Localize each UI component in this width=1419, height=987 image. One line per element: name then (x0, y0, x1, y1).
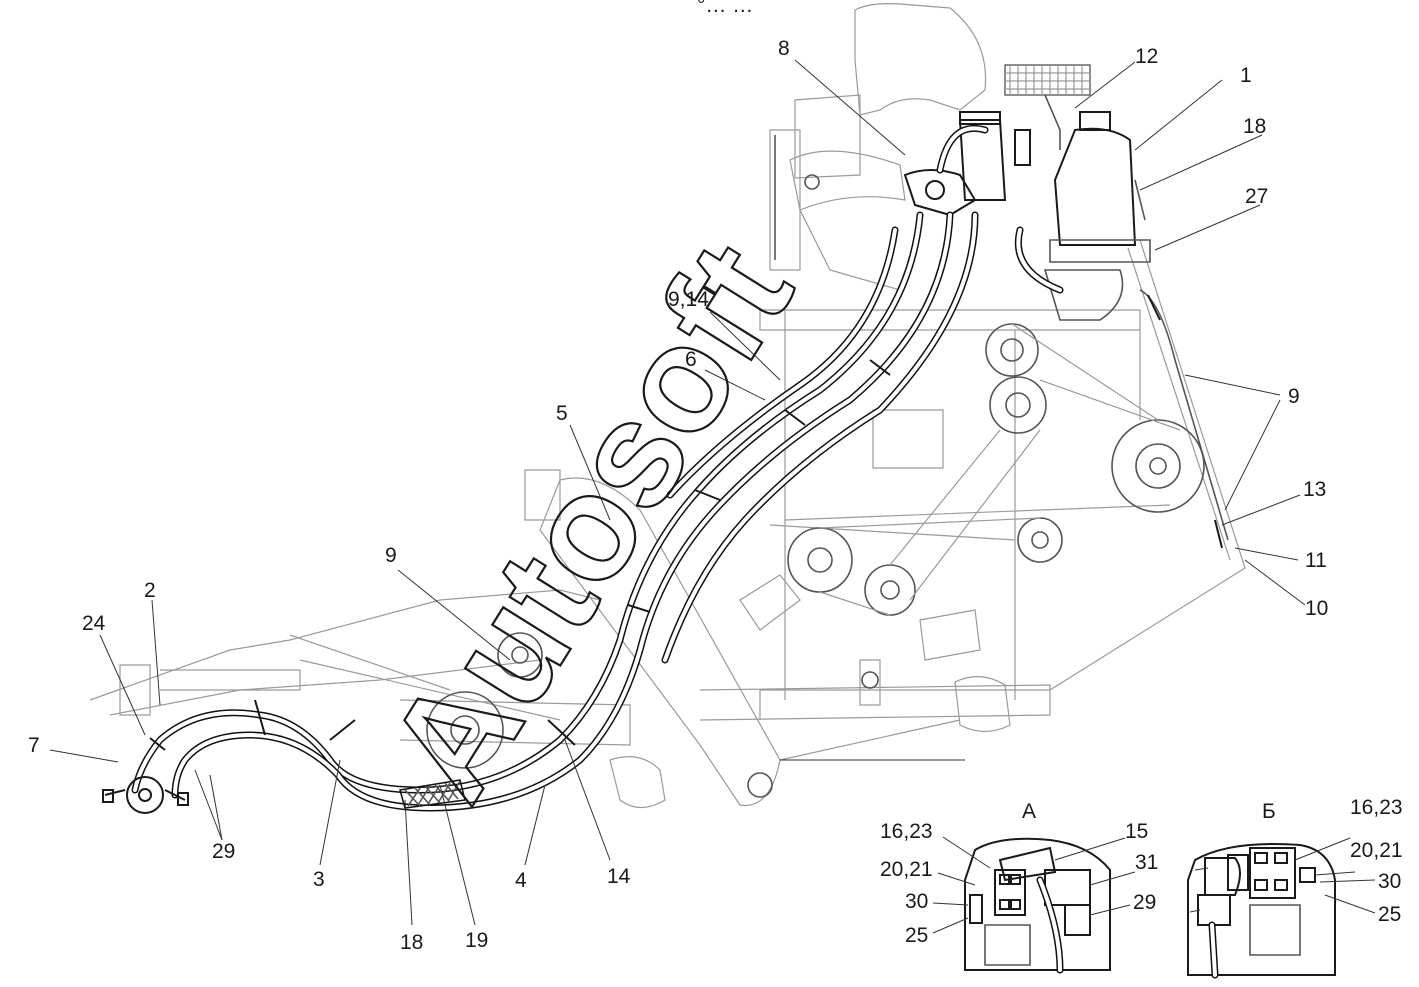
callout-9-14: 9,14 (668, 288, 709, 311)
callout-4: 4 (515, 869, 527, 892)
view-b-label-20-21: 20,21 (1350, 839, 1403, 862)
callout-24: 24 (82, 612, 106, 635)
view-a-label-16-23: 16,23 (880, 820, 933, 843)
machine-frame (89, 3, 1246, 809)
callout-2: 2 (144, 579, 156, 602)
view-b-title: Б (1262, 800, 1276, 823)
callout-13: 13 (1303, 478, 1326, 501)
callout-9-left: 9 (385, 544, 397, 567)
detail-view-a: А 16,23 20,21 30 25 15 31 29 (880, 800, 1158, 974)
view-a-label-31: 31 (1135, 851, 1158, 874)
callout-29: 29 (212, 840, 235, 863)
callout-5: 5 (556, 402, 568, 425)
detail-view-b: Б 16,23 20,21 30 25 (1187, 796, 1403, 979)
callout-7: 7 (28, 734, 40, 757)
view-a-label-30: 30 (905, 890, 928, 913)
callout-10: 10 (1305, 597, 1328, 620)
view-a-label-20-21: 20,21 (880, 858, 933, 881)
callout-27: 27 (1245, 185, 1268, 208)
callout-6: 6 (685, 348, 697, 371)
callout-18-top: 18 (1243, 115, 1266, 138)
watermark: Autosoft (355, 215, 824, 827)
view-a-label-25: 25 (905, 924, 928, 947)
header-text: °… … (697, 0, 753, 17)
leader-lines (49, 59, 1306, 926)
callout-1: 1 (1240, 64, 1252, 87)
callouts: 1 12 8 18 27 9,14 6 5 9 13 11 10 9 2 24 … (28, 37, 1328, 954)
callout-9-right: 9 (1288, 385, 1300, 408)
view-b-label-30: 30 (1378, 870, 1401, 893)
callout-12: 12 (1135, 45, 1158, 68)
callout-18-bottom: 18 (400, 931, 423, 954)
view-a-label-29: 29 (1133, 891, 1156, 914)
view-a-title: А (1022, 800, 1036, 823)
view-a-label-15: 15 (1125, 820, 1148, 843)
callout-3: 3 (313, 868, 325, 891)
callout-11: 11 (1305, 549, 1327, 572)
hose-bundle (102, 211, 979, 814)
top-mechanism (903, 64, 1229, 549)
callout-14: 14 (607, 865, 631, 888)
callout-8: 8 (778, 37, 790, 60)
view-b-label-16-23: 16,23 (1350, 796, 1403, 819)
view-b-label-25: 25 (1378, 903, 1401, 926)
callout-19: 19 (465, 929, 488, 952)
